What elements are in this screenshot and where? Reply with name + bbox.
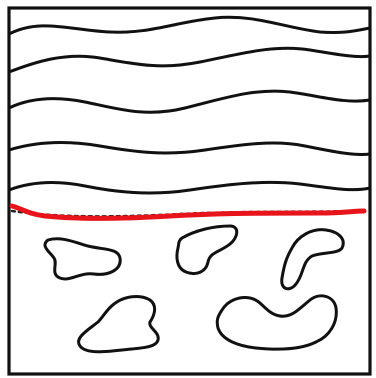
wave-line-5: [9, 182, 370, 193]
wave-line-1: [9, 17, 370, 34]
wave-line-2: [9, 48, 370, 72]
blob-3: [282, 230, 343, 289]
red-interface-line: [12, 206, 364, 218]
blob-2: [177, 226, 237, 274]
lower-region: [45, 226, 343, 352]
upper-region: [9, 17, 370, 193]
blob-1: [45, 239, 120, 279]
blob-4: [79, 297, 159, 352]
blob-5: [217, 296, 336, 349]
wave-line-3: [9, 91, 370, 112]
wave-line-4: [9, 143, 370, 155]
